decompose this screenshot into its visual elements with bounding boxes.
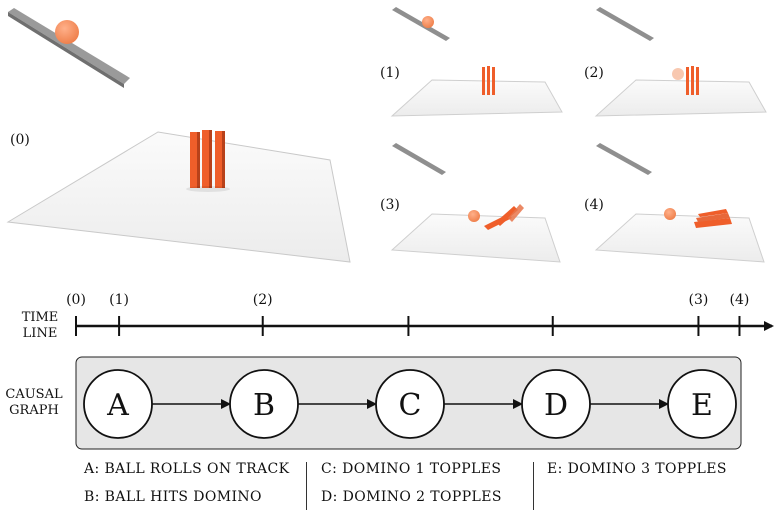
causal-graph-label-line1: CAUSAL: [5, 387, 63, 402]
dominoes: [694, 209, 732, 228]
ramp-track: [596, 143, 652, 175]
ramp-track: [8, 8, 130, 88]
scene-frame-1-label: (1): [380, 65, 400, 81]
scene-frame-3-label: (3): [380, 197, 400, 213]
legend-divider-2: [533, 462, 534, 510]
causal-node-b: [229, 369, 299, 439]
ball: [468, 210, 480, 222]
timeline-ticks: (0) (1) (2) (3) (4): [66, 292, 749, 336]
causal-node-label: C: [399, 388, 422, 423]
dominoes: [482, 66, 495, 95]
floor-plane: [594, 213, 765, 263]
floor-plane: [390, 79, 563, 117]
ball: [55, 20, 79, 44]
ramp-track: [392, 143, 446, 175]
ball: [672, 68, 684, 80]
dominoes: [686, 66, 699, 95]
scene-frame-2: (2): [584, 7, 767, 117]
scene-frame-3: (3): [380, 143, 561, 263]
ramp-track: [596, 7, 654, 41]
ball: [422, 16, 434, 28]
causal-node-label: B: [253, 388, 275, 423]
causal-node-c: [375, 369, 445, 439]
ramp-track: [392, 7, 450, 41]
timeline-label-line2: LINE: [23, 326, 58, 341]
legend-item-e: E: DOMINO 3 TOPPLES: [547, 461, 727, 477]
legend-divider-1: [306, 462, 307, 510]
timeline-tick-label: (3): [689, 292, 709, 308]
legend-item-a: A: BALL ROLLS ON TRACK: [84, 461, 290, 477]
causal-node-label: D: [544, 388, 568, 423]
floor-plane: [6, 131, 351, 263]
scene-main: (0): [6, 8, 351, 263]
legend-item-d: D: DOMINO 2 TOPPLES: [321, 489, 502, 505]
floor-plane: [390, 213, 561, 263]
dominoes: [484, 204, 524, 230]
causal-graph-label-line2: GRAPH: [9, 403, 59, 418]
causal-node-label: E: [691, 388, 713, 423]
scene-frame-1: (1): [380, 7, 563, 117]
causal-node-label: A: [106, 388, 129, 423]
floor-plane: [594, 79, 767, 117]
timeline-label-line1: TIME: [22, 310, 59, 325]
causal-node-a: [83, 369, 153, 439]
timeline: TIME LINE (0) (1) (2) (3) (4): [22, 292, 774, 341]
legend-item-c: C: DOMINO 1 TOPPLES: [321, 461, 502, 477]
scene-frame-4-label: (4): [584, 197, 604, 213]
scene-frame-2-label: (2): [584, 65, 604, 81]
ball: [664, 208, 676, 220]
timeline-tick-label: (1): [109, 292, 129, 308]
causal-graph-nodes: A B C D E: [83, 369, 737, 439]
timeline-tick-label: (0): [66, 292, 86, 308]
scene-main-label: (0): [10, 132, 30, 148]
causal-node-e: [667, 369, 737, 439]
causal-node-d: [521, 369, 591, 439]
scene-frame-4: (4): [584, 143, 765, 263]
causal-graph: CAUSAL GRAPH A B C D E: [5, 356, 742, 450]
timeline-tick-label: (2): [253, 292, 273, 308]
dominoes: [186, 130, 230, 192]
legend-item-b: B: BALL HITS DOMINO: [84, 489, 262, 505]
timeline-tick-label: (4): [730, 292, 750, 308]
